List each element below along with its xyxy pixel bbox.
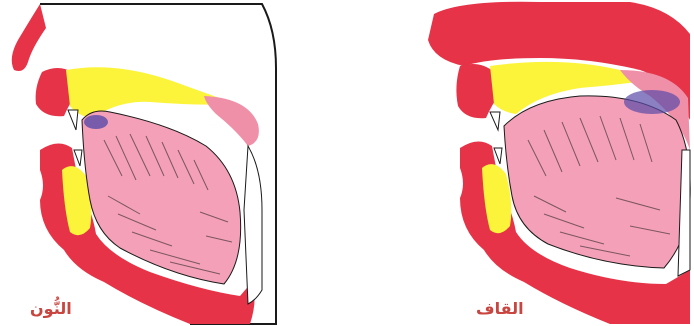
caption-noon: النُّون: [30, 299, 72, 318]
qaf-sagittal-diagram: [420, 0, 694, 326]
lower-tooth: [74, 150, 82, 166]
hard-palate: [66, 67, 236, 118]
articulation-point: [84, 115, 108, 129]
throat-wall: [244, 146, 262, 304]
noon-sagittal-diagram: [0, 0, 280, 326]
figure-qaf: القاف: [420, 0, 694, 326]
articulation-point: [624, 90, 680, 114]
upper-tooth: [490, 112, 500, 130]
figure-noon: النُّون: [0, 0, 280, 326]
lower-tooth: [494, 148, 502, 164]
upper-tooth: [68, 110, 78, 130]
velum: [204, 96, 259, 146]
nose: [12, 4, 46, 71]
caption-qaf: القاف: [476, 299, 524, 318]
